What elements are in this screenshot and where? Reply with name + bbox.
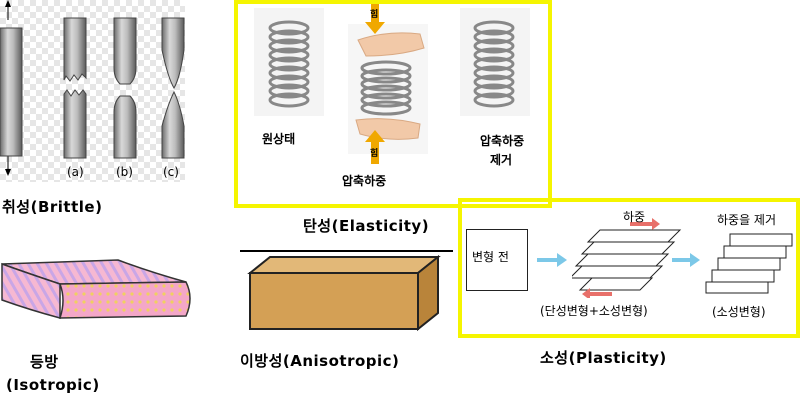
elasticity-highlight-box (234, 0, 552, 208)
plasticity-highlight-box (458, 198, 800, 338)
elasticity-compress-label: 압축하중 (342, 174, 387, 188)
force-arrow-top (365, 4, 385, 34)
plasticity-title: 소성(Plasticity) (540, 349, 667, 367)
bar-c-highly-ductile (161, 17, 185, 159)
brittle-label-b: (b) (116, 165, 133, 179)
force-arrow-bottom (365, 130, 385, 164)
elasticity-original-label: 원상태 (262, 132, 296, 146)
spring-compressed (348, 4, 428, 164)
elasticity-remove-label-1: 압축하중 (480, 134, 525, 148)
tension-arrow-top (5, 0, 11, 20)
bar-b-ductile (113, 17, 137, 159)
spring-original (254, 8, 324, 116)
blue-arrow-2-head (690, 253, 700, 267)
blue-arrow-1-head (557, 253, 567, 267)
plasticity-before-box (466, 229, 528, 291)
force-label-top: 힘 (370, 10, 379, 20)
tension-arrow-bottom (5, 156, 11, 176)
blue-arrow-1 (537, 258, 559, 262)
brittle-panel (0, 0, 185, 182)
elasticity-title: 탄성(Elasticity) (303, 217, 430, 235)
plasticity-load-label: 하중 (623, 210, 646, 224)
blue-arrow-2 (672, 258, 692, 262)
elasticity-illustration (254, 4, 530, 164)
plasticity-sheared-stack (572, 218, 682, 298)
plasticity-plastic-label: (소성변형) (712, 305, 766, 319)
brittle-label-a: (a) (67, 165, 84, 179)
red-arrow-right (630, 218, 660, 230)
anisotropic-title: 이방성(Anisotropic) (240, 352, 400, 370)
red-arrow-left (582, 288, 612, 298)
plasticity-elastic-plastic-label: (단성변형+소성변형) (540, 304, 648, 318)
bar-a-brittle (63, 17, 87, 159)
anisotropic-block (247, 255, 441, 332)
plasticity-remove-load-label: 하중을 제거 (717, 213, 777, 227)
plasticity-residual-stack (705, 233, 793, 294)
force-label-bottom: 힘 (370, 149, 379, 159)
brittle-illustration (0, 0, 185, 176)
plasticity-before-label: 변형 전 (472, 250, 509, 264)
elasticity-remove-label-2: 제거 (490, 153, 513, 167)
intact-bar (0, 27, 23, 157)
brittle-title: 취성(Brittle) (2, 198, 103, 216)
isotropic-title-1: 등방 (30, 353, 59, 371)
elasticity-underline (240, 250, 453, 252)
brittle-label-c: (c) (163, 165, 179, 179)
spring-released (460, 8, 530, 116)
isotropic-title-2: (Isotropic) (6, 376, 100, 394)
isotropic-block (1, 259, 191, 319)
